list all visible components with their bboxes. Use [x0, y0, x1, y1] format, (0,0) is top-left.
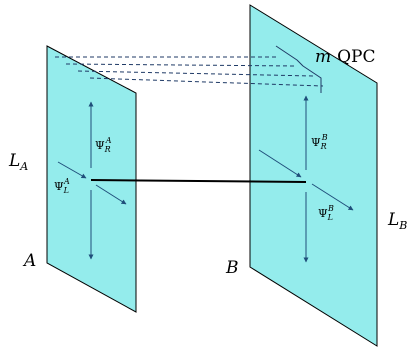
- b-arrow-out: [311, 183, 354, 211]
- panel-a-label: A: [22, 251, 36, 271]
- b-arrow-in: [258, 149, 302, 178]
- qpc-constriction: [275, 45, 322, 93]
- psi-b-right-label: ΨRB: [311, 133, 328, 151]
- panel-a-arrows: [57, 101, 127, 260]
- lead-a-label: LA: [8, 151, 28, 173]
- psi-a-right-label: ΨRA: [95, 136, 112, 154]
- psi-a-left-label: ΨLA: [54, 177, 70, 195]
- a-arrow-out: [95, 184, 127, 205]
- panel-a: [46, 45, 137, 313]
- lead-b-label: LB: [387, 210, 407, 232]
- a-arrow-in: [57, 161, 87, 179]
- edge-channel-lines: [55, 56, 324, 87]
- panel-b-label: B: [225, 258, 239, 278]
- psi-b-left-label: ΨLB: [318, 204, 334, 222]
- panel-b: [249, 4, 378, 347]
- inter-panel-link: [90, 179, 307, 183]
- panel-b-arrows: [258, 95, 354, 263]
